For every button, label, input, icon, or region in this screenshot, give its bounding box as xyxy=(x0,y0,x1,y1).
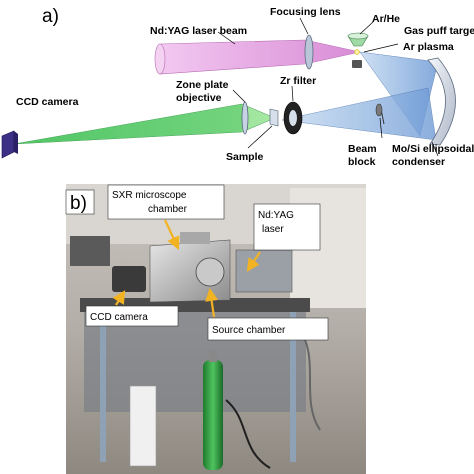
equipment-rack xyxy=(70,236,110,266)
label-sample: Sample xyxy=(226,151,264,163)
callout-ccd-text: CCD camera xyxy=(90,312,148,323)
table-leg xyxy=(290,312,296,462)
power-supply-unit xyxy=(129,385,157,467)
condenser-mirror-icon xyxy=(427,57,456,146)
callout-sxr-line2: chamber xyxy=(148,204,188,215)
gas-bottle-valve xyxy=(209,350,217,362)
callout-source-chamber xyxy=(207,317,329,341)
chamber-flange xyxy=(180,232,210,244)
label-zone-plate: Zone plate xyxy=(176,79,229,91)
gas-bottle xyxy=(203,360,223,470)
label-nd-yag-laser-beam: Nd:YAG laser beam xyxy=(150,25,247,37)
callout-source-text: Source chamber xyxy=(212,325,286,336)
callout-arrow-ccd xyxy=(112,290,126,306)
label-zr-filter: Zr filter xyxy=(280,75,316,87)
label-ccd-camera: CCD camera xyxy=(16,96,79,108)
callout-nd-yag-line2: laser xyxy=(262,224,284,235)
label-objective: objective xyxy=(176,92,222,104)
panel-a-letter: a) xyxy=(42,6,59,27)
callout-nd-yag xyxy=(253,203,321,251)
sample-icon xyxy=(269,108,279,127)
cable xyxy=(225,399,271,469)
focusing-lens-icon xyxy=(304,34,314,70)
label-mo-si-ellipsoidal: Mo/Si ellipsoidal xyxy=(392,143,474,155)
label-condenser: condenser xyxy=(392,156,445,168)
panel-b-photo: b) SXR microscope chamber Nd:YAG laser C… xyxy=(65,184,366,474)
label-focusing-lens: Focusing lens xyxy=(270,6,341,18)
callout-sxr-line1: SXR microscope xyxy=(112,190,187,201)
panel-a-schematic: a) xyxy=(1,6,474,168)
label-gas-puff-target: Gas puff target xyxy=(404,25,474,37)
callout-nd-yag-line1: Nd:YAG xyxy=(258,210,294,221)
callout-sxr-chamber xyxy=(107,184,225,220)
callout-arrow-source xyxy=(205,287,219,318)
nd-yag-laser-box xyxy=(235,249,293,293)
panel-b-letter-box xyxy=(65,189,95,215)
nd-yag-laser-beam xyxy=(154,39,361,75)
label-ar-plasma: Ar plasma xyxy=(403,41,454,53)
label-block: block xyxy=(348,156,376,168)
table-leg xyxy=(100,312,106,462)
callout-ccd-camera xyxy=(85,305,179,327)
ccd-camera-photo xyxy=(112,266,146,292)
gas-puff-nozzle-icon xyxy=(347,32,369,68)
ccd-camera-icon xyxy=(1,130,18,159)
panel-a-leader-lines xyxy=(217,17,439,157)
beam-block-icon xyxy=(375,103,385,125)
label-beam: Beam xyxy=(348,143,377,155)
zr-filter-icon xyxy=(283,101,303,135)
zone-plate-icon xyxy=(241,101,249,135)
label-ar-he: Ar/He xyxy=(372,13,400,25)
green-imaging-beam xyxy=(13,103,276,145)
source-chamber-port xyxy=(195,257,225,287)
callout-arrow-sxr xyxy=(164,219,180,250)
panel-b-letter: b) xyxy=(70,193,87,214)
sxr-beam-to-sample xyxy=(281,87,437,141)
callout-arrow-nd-yag xyxy=(246,251,261,272)
